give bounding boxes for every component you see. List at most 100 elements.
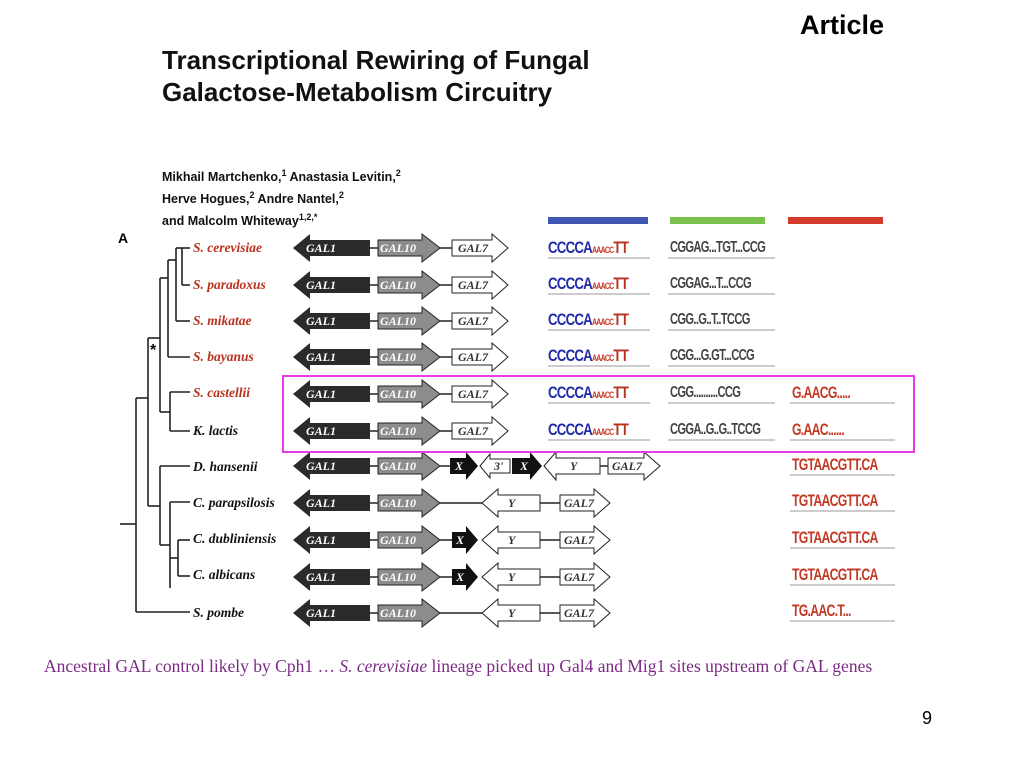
cph1-motif-logo: TGTAACGTT.CA	[792, 528, 878, 547]
gal1-gene-label: GAL1	[306, 278, 336, 292]
species-label: C. albicans	[193, 567, 256, 582]
x-gene-arrow	[452, 563, 478, 591]
gal1-gene-arrow	[293, 563, 370, 591]
x-gene-label: X	[519, 459, 529, 473]
author-line-1: Mikhail Martchenko,1 Anastasia Levitin,2	[162, 164, 582, 186]
mig1-motif-logo: CGGAG...T...CCG	[670, 275, 752, 292]
species-label: S. bayanus	[193, 349, 254, 364]
title-line-1: Transcriptional Rewiring of Fungal	[162, 45, 590, 75]
species-label: S. cerevisiae	[193, 240, 262, 255]
author-line-2: Herve Hogues,2 Andre Nantel,2	[162, 186, 582, 208]
gal7-gene-label: GAL7	[458, 387, 489, 401]
species-label: S. paradoxus	[193, 277, 266, 292]
species-label: S. mikatae	[193, 313, 252, 328]
author-name: Mikhail Martchenko,	[162, 170, 282, 185]
gal7-gene-arrow	[559, 597, 611, 629]
gal1-gene-label: GAL1	[306, 350, 336, 364]
slide-caption: Ancestral GAL control likely by Cph1 … S…	[44, 656, 873, 676]
gal10-gene-label: GAL10	[380, 459, 416, 473]
author-affiliation: 1,2,*	[298, 212, 318, 223]
gal4-motif-logo: CCCCAAAACCTT	[548, 420, 629, 439]
gene-row: GAL1 GAL10 X Y GAL7	[293, 561, 611, 593]
gal1-gene-label: GAL1	[306, 459, 336, 473]
page-number: 9	[922, 708, 933, 728]
y-gene-arrow	[479, 452, 511, 480]
mig1-motif-logo: CGGAG...TGT...CCG	[670, 239, 766, 256]
motif-axes	[548, 257, 895, 622]
highlight-box	[282, 375, 915, 453]
gene-row: GAL1 GAL10 Y GAL7	[293, 597, 611, 629]
gal10-gene-arrow	[377, 269, 441, 301]
gal10-gene-label: GAL10	[380, 496, 416, 510]
gal10-gene-label: GAL10	[380, 424, 416, 438]
gal7-gene-arrow	[451, 232, 509, 264]
author-line-3: and Malcolm Whiteway1,2,*	[162, 208, 582, 230]
x-gene-label: X	[454, 459, 464, 473]
paper-title: Transcriptional Rewiring of Fungal Galac…	[162, 44, 722, 108]
gal7-gene-arrow	[451, 378, 509, 410]
gal1-gene-label: GAL1	[306, 387, 336, 401]
gal1-gene-arrow	[293, 599, 370, 627]
gal1-gene-label: GAL1	[306, 570, 336, 584]
gal1-gene-label: GAL1	[306, 533, 336, 547]
legend-bar-mig1	[670, 217, 765, 224]
legend-bar-cph1	[788, 217, 883, 224]
gal7-gene-label: GAL7	[564, 496, 595, 510]
gal10-gene-label: GAL10	[380, 533, 416, 547]
cph1-motif-logo: TGTAACGTT.CA	[792, 455, 878, 474]
gal7-gene-arrow	[559, 487, 611, 519]
cph1-motif-logo: G.AACG.....	[792, 383, 851, 402]
mig1-motif-logo: CGG..........CCG	[670, 384, 741, 401]
gal1-gene-arrow	[293, 271, 370, 299]
gal4-motif-logo: CCCCAAAACCTT	[548, 383, 629, 402]
species-label: S. castellii	[193, 385, 250, 400]
gal10-gene-arrow	[377, 232, 441, 264]
gal10-gene-label: GAL10	[380, 606, 416, 620]
gal4-motif-logo: CCCCAAAACCTT	[548, 274, 629, 293]
gal10-gene-arrow	[377, 378, 441, 410]
y-gene-label: Y	[508, 533, 517, 547]
author-name: Anastasia Levitin,	[286, 170, 396, 185]
cph1-motif-logo: G.AAC......	[792, 420, 845, 439]
caption-species: S. cerevisiae	[339, 656, 428, 676]
gal1-gene-arrow	[293, 343, 370, 371]
cph1-motif-logo: TGTAACGTT.CA	[792, 491, 878, 510]
author-affiliation: 2	[338, 190, 344, 201]
phylogenetic-tree	[120, 247, 190, 613]
gal7-gene-label: GAL7	[458, 350, 489, 364]
gene-row: GAL1 GAL10 GAL7	[293, 269, 509, 301]
gal1-gene-arrow	[293, 380, 370, 408]
mig1-motif-logo: CGGA..G..G..TCCG	[670, 421, 761, 438]
gal10-gene-label: GAL10	[380, 278, 416, 292]
gal10-gene-label: GAL10	[380, 314, 416, 328]
x-gene-arrow	[452, 526, 478, 554]
author-name: and Malcolm Whiteway	[162, 214, 299, 229]
author-affiliation: 2	[249, 190, 255, 201]
gal7-gene-label: GAL7	[458, 424, 489, 438]
gal4-motif-logo: CCCCAAAACCTT	[548, 238, 629, 257]
species-label: C. parapsilosis	[193, 495, 275, 510]
gal7-gene-label: GAL7	[564, 606, 595, 620]
gal7-gene-label: GAL7	[564, 570, 595, 584]
author-list: Mikhail Martchenko,1 Anastasia Levitin,2…	[162, 164, 582, 230]
gal10-gene-label: GAL10	[380, 350, 416, 364]
gal10-gene-label: GAL10	[380, 570, 416, 584]
gal7-gene-label: GAL7	[458, 314, 489, 328]
gal10-gene-arrow	[377, 524, 441, 556]
gene-row: GAL1 GAL10 GAL7	[293, 415, 509, 447]
gal10-gene-arrow	[377, 487, 441, 519]
gal4-motif-logo: CCCCAAAACCTT	[548, 346, 629, 365]
node-marker: *	[150, 342, 157, 359]
three-prime-label: 3'	[493, 459, 504, 473]
gal1-gene-label: GAL1	[306, 241, 336, 255]
gal1-gene-arrow	[293, 526, 370, 554]
gal10-gene-arrow	[377, 450, 441, 482]
gal7-gene-arrow	[451, 305, 509, 337]
gal7-gene-arrow	[559, 561, 611, 593]
gal10-gene-arrow	[377, 561, 441, 593]
gal4-motif-logo: CCCCAAAACCTT	[548, 310, 629, 329]
gal10-gene-label: GAL10	[380, 241, 416, 255]
gal10-gene-arrow	[377, 415, 441, 447]
x-gene-arrow	[512, 452, 542, 480]
species-label: C. dubliniensis	[193, 531, 277, 546]
